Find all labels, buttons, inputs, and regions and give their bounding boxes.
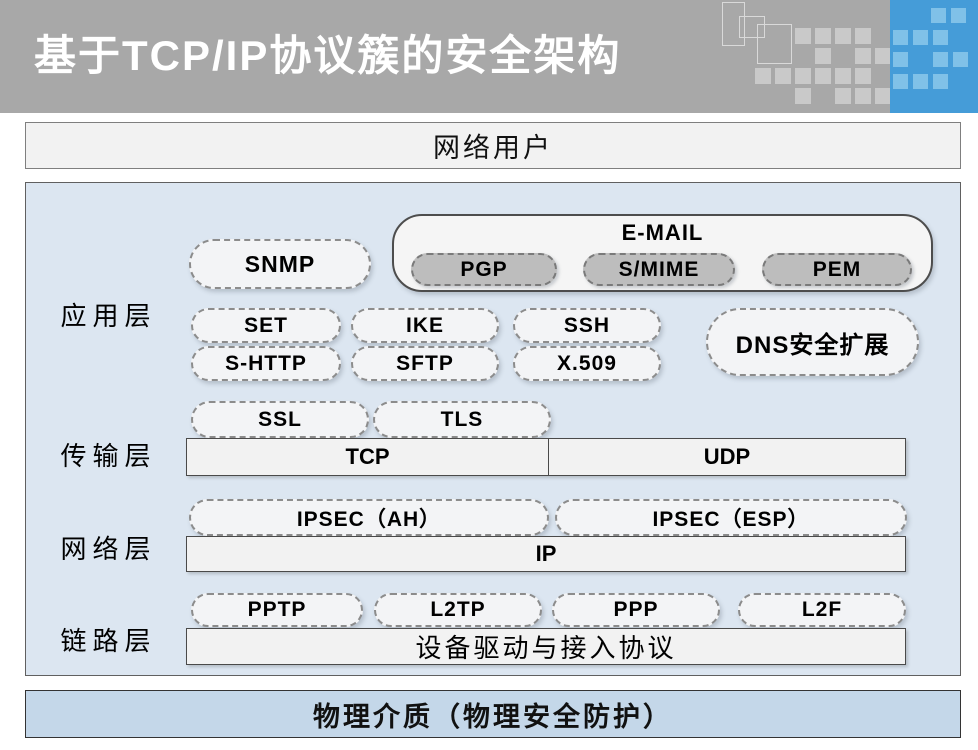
deco-square	[855, 68, 871, 84]
tcp-udp-bar: TCP UDP	[186, 438, 906, 476]
ipsec-esp-pill: IPSEC（ESP）	[555, 499, 907, 536]
deco-outline-square	[739, 16, 765, 38]
deco-square	[855, 28, 871, 44]
sftp-pill: SFTP	[351, 346, 499, 381]
deco-outline-square	[722, 2, 745, 46]
deco-square	[893, 52, 908, 67]
ssl-pill: SSL	[191, 401, 369, 438]
network-users-label: 网络用户	[433, 133, 553, 163]
deco-square	[835, 28, 851, 44]
network-users-box: 网络用户	[25, 122, 961, 169]
deco-square	[951, 8, 966, 23]
deco-square	[815, 28, 831, 44]
device-driver-bar: 设备驱动与接入协议	[186, 628, 906, 665]
network-layer-label: 网络层	[60, 535, 157, 564]
smime-pill: S/MIME	[583, 253, 735, 286]
deco-square	[855, 48, 871, 64]
deco-square	[795, 28, 811, 44]
slide-title: 基于TCP/IP协议簇的安全架构	[34, 32, 622, 79]
deco-square	[795, 68, 811, 84]
deco-square	[875, 48, 891, 64]
pgp-pill: PGP	[411, 253, 557, 286]
shttp-pill: S-HTTP	[191, 346, 341, 381]
pem-pill: PEM	[762, 253, 912, 286]
deco-square	[913, 30, 928, 45]
email-group-title: E-MAIL	[621, 220, 704, 245]
tcp-bar: TCP	[187, 439, 549, 475]
deco-square	[953, 52, 968, 67]
deco-square	[933, 30, 948, 45]
transport-layer-label: 传输层	[60, 442, 157, 471]
email-group: E-MAIL PGP S/MIME PEM	[392, 214, 933, 292]
deco-square	[875, 88, 891, 104]
x509-pill: X.509	[513, 346, 661, 381]
l2tp-pill: L2TP	[374, 593, 542, 627]
deco-square	[815, 68, 831, 84]
ike-pill: IKE	[351, 308, 499, 343]
link-layer-label: 链路层	[60, 627, 157, 656]
deco-square	[835, 68, 851, 84]
deco-square	[913, 74, 928, 89]
physical-media-label: 物理介质（物理安全防护）	[313, 701, 673, 732]
l2f-pill: L2F	[738, 593, 906, 627]
deco-square	[855, 88, 871, 104]
physical-media-bar: 物理介质（物理安全防护）	[25, 690, 961, 738]
snmp-pill: SNMP	[189, 239, 371, 289]
deco-square	[755, 68, 771, 84]
deco-square	[775, 68, 791, 84]
pptp-pill: PPTP	[191, 593, 363, 627]
dns-extension-pill: DNS安全扩展	[706, 308, 919, 376]
deco-outline-square	[757, 24, 792, 64]
deco-square	[815, 48, 831, 64]
udp-bar: UDP	[703, 444, 751, 469]
deco-square	[893, 30, 908, 45]
ssh-pill: SSH	[513, 308, 661, 343]
ppp-pill: PPP	[552, 593, 720, 627]
title-banner: 基于TCP/IP协议簇的安全架构	[0, 0, 978, 113]
set-pill: SET	[191, 308, 341, 343]
deco-square	[835, 88, 851, 104]
deco-square	[893, 74, 908, 89]
tls-pill: TLS	[373, 401, 551, 438]
deco-square	[933, 52, 948, 67]
application-layer-label: 应用层	[60, 302, 157, 331]
ip-bar: IP	[186, 536, 906, 572]
deco-square	[795, 88, 811, 104]
deco-square	[931, 8, 946, 23]
protocol-stack-box: 应用层 传输层 网络层 链路层 SNMP E-MAIL PGP S/MIME P…	[25, 182, 961, 676]
deco-square	[933, 74, 948, 89]
ipsec-ah-pill: IPSEC（AH）	[189, 499, 549, 536]
